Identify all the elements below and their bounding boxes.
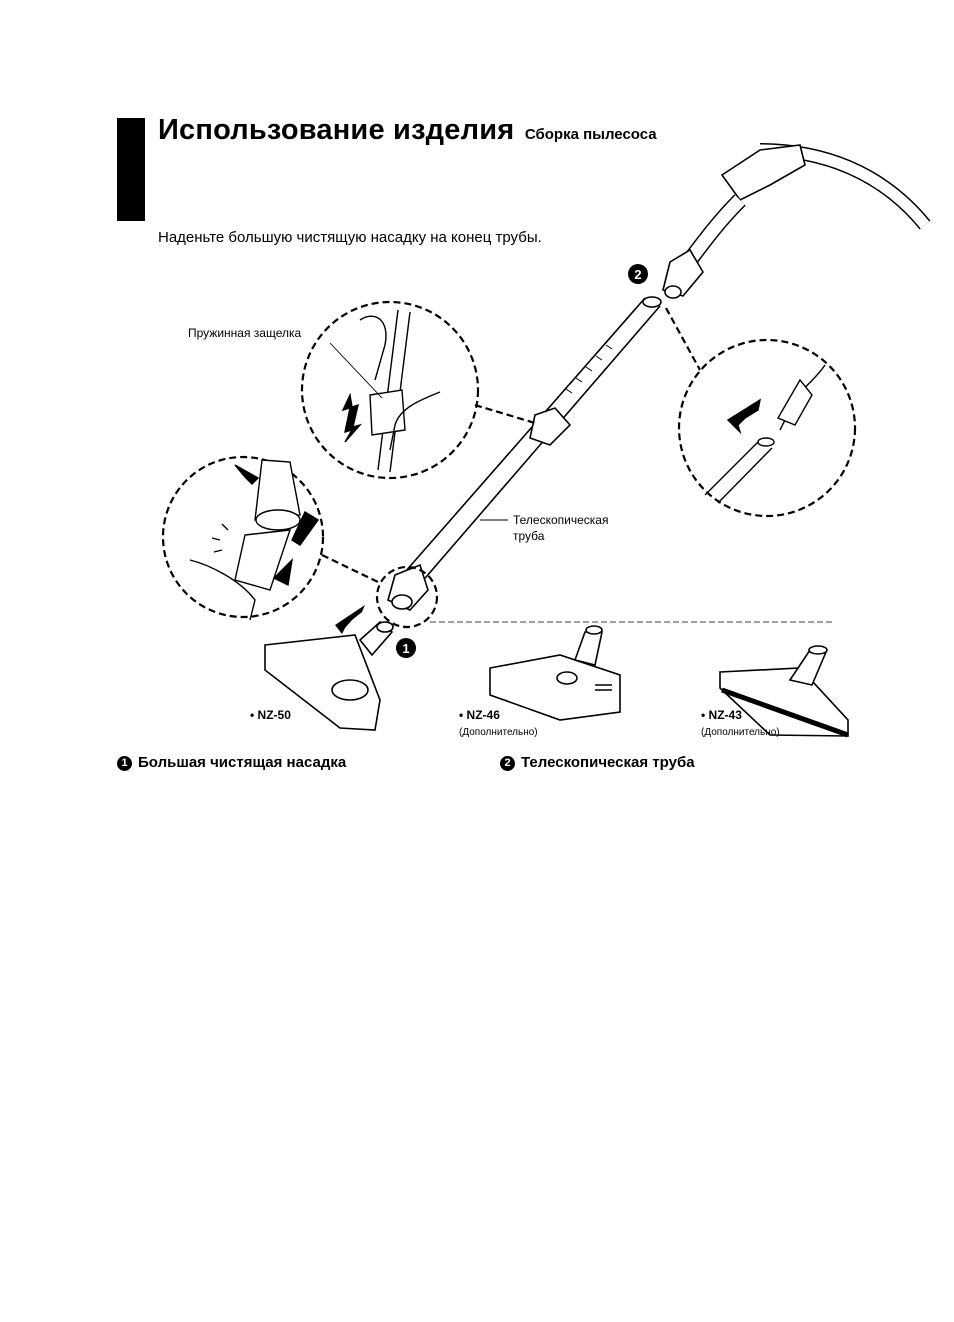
telescopic-tube-illustration [388,297,661,610]
spring-latch-leader [330,343,382,398]
hose-connection-detail [705,365,825,503]
label-telescopic-line2: труба [513,529,545,543]
label-spring-latch: Пружинная защелка [188,326,301,340]
caption-1-text: Большая чистящая насадка [138,754,346,771]
marker-2: 2 [628,264,648,284]
move-arrow [335,605,365,634]
nozzle-label-nz43: • NZ-43 [701,708,742,722]
svg-text:1: 1 [402,641,409,656]
marker-1: 1 [396,638,416,658]
spring-latch-detail [343,310,440,472]
caption-1: 1 Большая чистящая насадка [117,754,346,771]
nozzle-note-nz43: (Дополнительно) [701,727,780,738]
caption-2-text: Телескопическая труба [521,754,695,771]
nozzle-label-nz50: • NZ-50 [250,708,291,722]
caption-2: 2 Телескопическая труба [500,754,695,771]
caption-2-number: 2 [500,756,515,771]
nozzle-nz46-illustration [490,626,620,720]
hose-illustration [663,145,925,298]
nozzle-lock-detail [190,460,318,620]
label-telescopic-line1: Телескопическая [513,513,608,527]
svg-text:2: 2 [634,267,641,282]
nozzle-nz43-illustration [720,646,848,736]
nozzle-note-nz46: (Дополнительно) [459,727,538,738]
nozzle-label-nz46: • NZ-46 [459,708,500,722]
caption-1-number: 1 [117,756,132,771]
